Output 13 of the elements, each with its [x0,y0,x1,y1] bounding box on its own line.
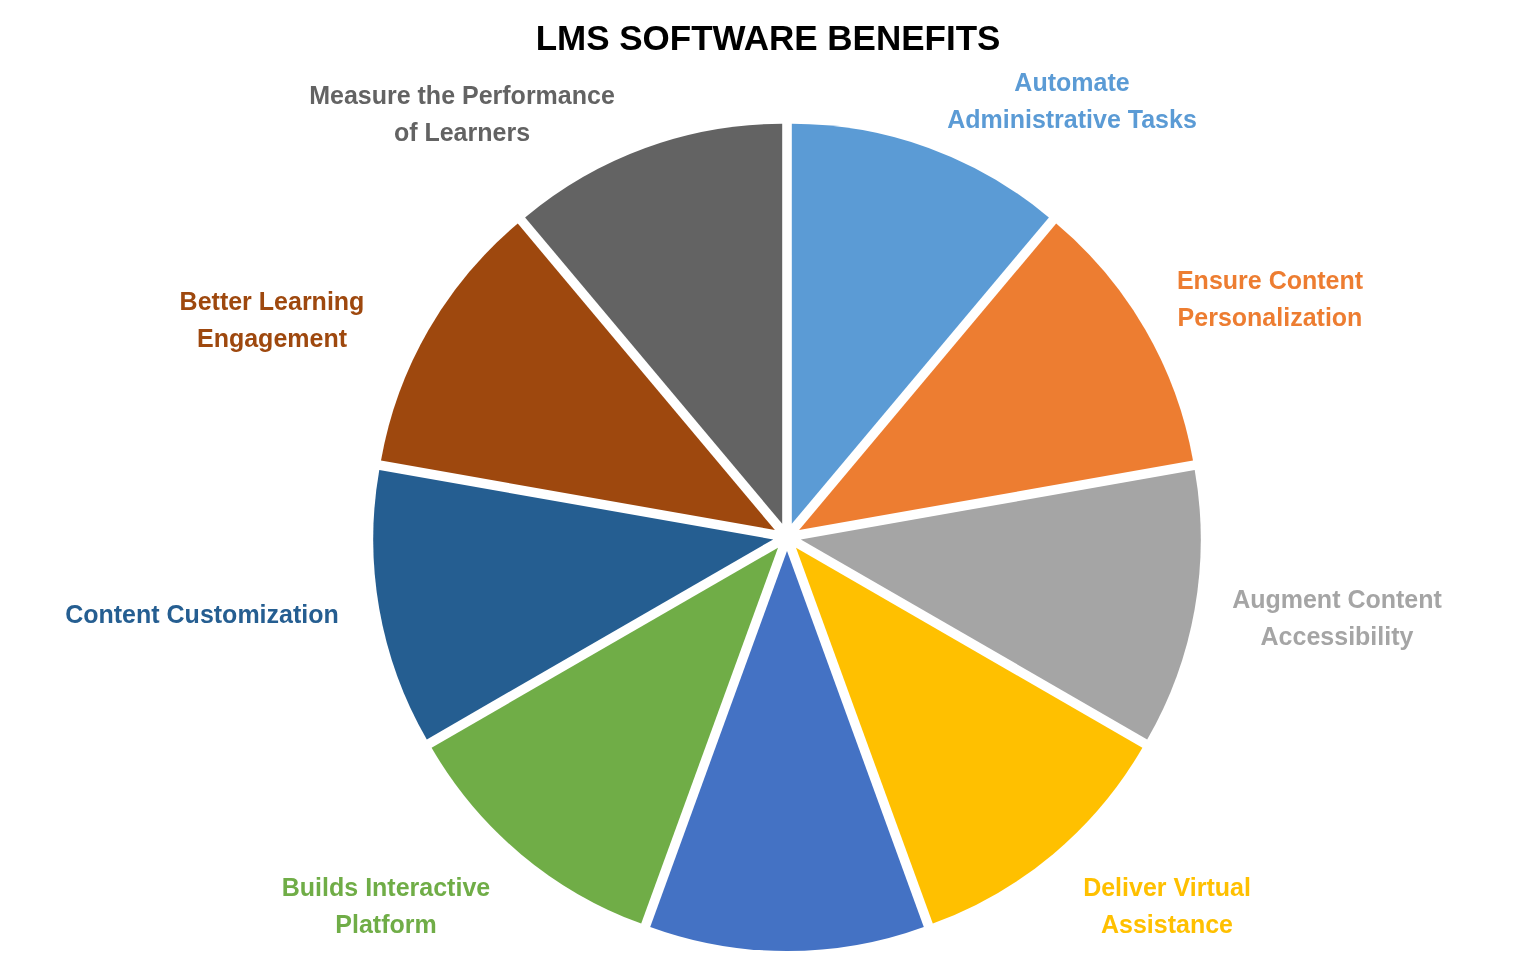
slice-label: Deliver Virtual Assistance [1082,872,1252,940]
pie-slice [381,223,775,530]
pie-slice [800,470,1201,740]
pie-slice [650,551,924,951]
chart-title: LMS SOFTWARE BENEFITS [534,18,1002,58]
slice-label: Content Customization [64,599,340,630]
slice-label: Ensure Content Personalization [1175,265,1365,333]
pie-slice [373,470,774,740]
slice-label: Better Learning Engagement [178,286,366,354]
slice-label: Augment Content Accessibility [1231,584,1443,652]
slice-label: Builds Interactive Platform [280,872,492,940]
slice-label: Automate Administrative Tasks [947,67,1197,135]
slice-label: Measure the Performance of Learners [308,80,616,148]
